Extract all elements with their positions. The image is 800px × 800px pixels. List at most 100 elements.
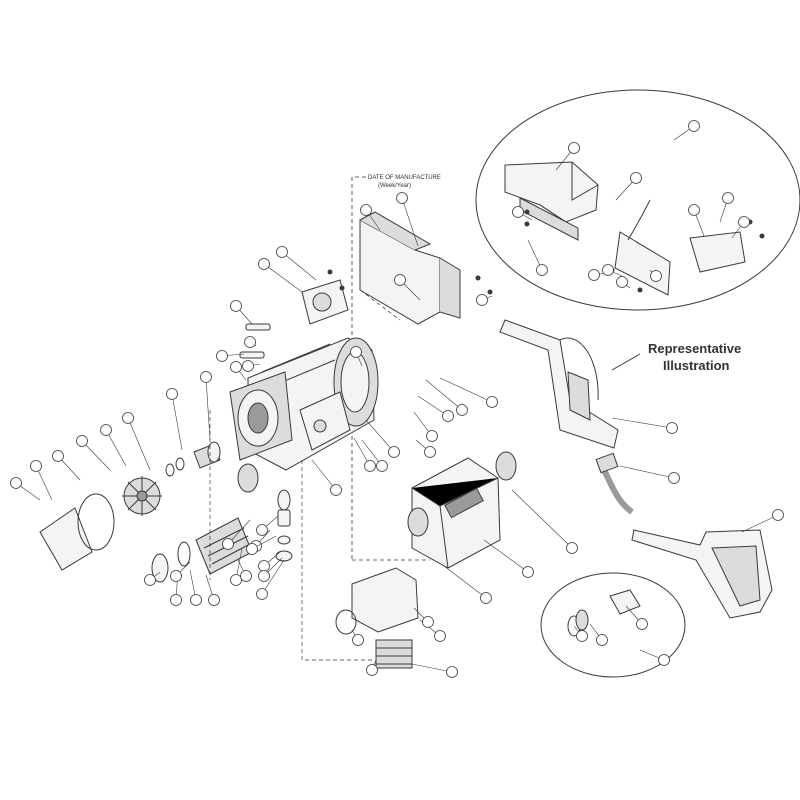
- callout-leader-line: [417, 395, 449, 417]
- callout-leader-line: [443, 565, 487, 599]
- accessory-kit-group: [475, 89, 800, 311]
- callout-circle: [434, 630, 446, 642]
- automatic-nozzle: [631, 529, 773, 619]
- callout-circle: [650, 270, 662, 282]
- date-format-label: (Week/Year): [378, 183, 411, 189]
- callout-circle: [616, 276, 628, 288]
- callout-circle: [242, 360, 254, 372]
- nozzle-boot: [504, 161, 599, 241]
- callout-leader-line: [127, 417, 151, 471]
- callout-leader-line: [171, 393, 183, 451]
- callout-circle: [568, 142, 580, 154]
- representative-illustration-label: Representative Illustration: [611, 341, 741, 373]
- strainer-assembly: [151, 517, 253, 583]
- callout-circle: [512, 206, 524, 218]
- callout-circle: [360, 204, 372, 216]
- callout-leader-line: [411, 663, 453, 673]
- callout-circle: [366, 664, 378, 676]
- representative-nozzle: [499, 319, 619, 449]
- callout-circle: [396, 192, 408, 204]
- callout-circle: [256, 588, 268, 600]
- callout-circle: [230, 574, 242, 586]
- callout-leader-line: [263, 263, 303, 293]
- callout-circle: [658, 654, 670, 666]
- callout-circle: [144, 574, 156, 586]
- callout-circle: [480, 592, 492, 604]
- callout-leader-line: [483, 539, 529, 573]
- callout-circle: [722, 192, 734, 204]
- callout-circle: [10, 477, 22, 489]
- check-valve-parts: [275, 489, 293, 562]
- flow-meter: [407, 451, 517, 569]
- callout-circle: [200, 371, 212, 383]
- callout-circle: [576, 630, 588, 642]
- callout-circle: [446, 666, 458, 678]
- motor-mount-bracket: [359, 211, 493, 325]
- callout-leader-line: [81, 440, 111, 471]
- callout-circle: [630, 172, 642, 184]
- callout-circle: [596, 634, 608, 646]
- callout-circle: [536, 264, 548, 276]
- callout-leader-line: [619, 465, 675, 479]
- callout-circle: [52, 450, 64, 462]
- callout-leader-line: [311, 459, 337, 491]
- callout-circle: [258, 560, 270, 572]
- callout-circle: [426, 430, 438, 442]
- callout-leader-line: [105, 429, 127, 467]
- callout-leader-line: [281, 251, 317, 281]
- callout-circle: [170, 594, 182, 606]
- boot-mounting-bracket: [609, 199, 765, 296]
- callout-leader-line: [35, 465, 53, 501]
- callout-circle: [216, 350, 228, 362]
- callout-circle: [208, 594, 220, 606]
- outlet-fittings: [335, 567, 419, 669]
- callout-circle: [166, 388, 178, 400]
- callout-circle: [246, 543, 258, 555]
- callout-circle: [602, 264, 614, 276]
- callout-circle: [394, 274, 406, 286]
- callout-circle: [666, 422, 678, 434]
- callout-circle: [256, 524, 268, 536]
- callout-circle: [244, 336, 256, 348]
- callout-circle: [422, 616, 434, 628]
- hose-assembly: [595, 452, 634, 515]
- accessory-kit-oval: [475, 89, 800, 311]
- callout-circle: [442, 410, 454, 422]
- elbow-kit-oval: [540, 572, 686, 678]
- callout-circle: [222, 538, 234, 550]
- callout-circle: [456, 404, 468, 416]
- callout-leader-line: [205, 376, 211, 441]
- elbow-kit-group: [540, 572, 686, 678]
- callout-circle: [476, 294, 488, 306]
- callout-circle: [522, 566, 534, 578]
- motor-bolts: [239, 323, 271, 359]
- callout-circle: [364, 460, 376, 472]
- callout-markers: [10, 120, 784, 678]
- callout-leader-line: [365, 419, 395, 453]
- callout-leader-line: [741, 514, 779, 533]
- callout-circle: [486, 396, 498, 408]
- callout-circle: [30, 460, 42, 472]
- callout-circle: [122, 412, 134, 424]
- callout-circle: [330, 484, 342, 496]
- callout-circle: [636, 618, 648, 630]
- callout-circle: [240, 570, 252, 582]
- illustration-label: Illustration: [663, 358, 730, 373]
- switch-cover: [301, 269, 349, 325]
- callout-circle: [76, 435, 88, 447]
- callout-leader-line: [611, 417, 673, 429]
- callout-circle: [352, 634, 364, 646]
- callout-circle: [738, 216, 750, 228]
- callout-circle: [688, 120, 700, 132]
- motor-assembly: [229, 337, 379, 471]
- callout-leader-line: [439, 377, 493, 403]
- callout-circle: [588, 269, 600, 281]
- callout-circle: [230, 361, 242, 373]
- callout-circle: [170, 570, 182, 582]
- callout-leader-line: [261, 559, 285, 595]
- callout-leader-line: [425, 379, 463, 411]
- callout-circle: [388, 446, 400, 458]
- callout-circle: [258, 570, 270, 582]
- impeller: [122, 476, 162, 516]
